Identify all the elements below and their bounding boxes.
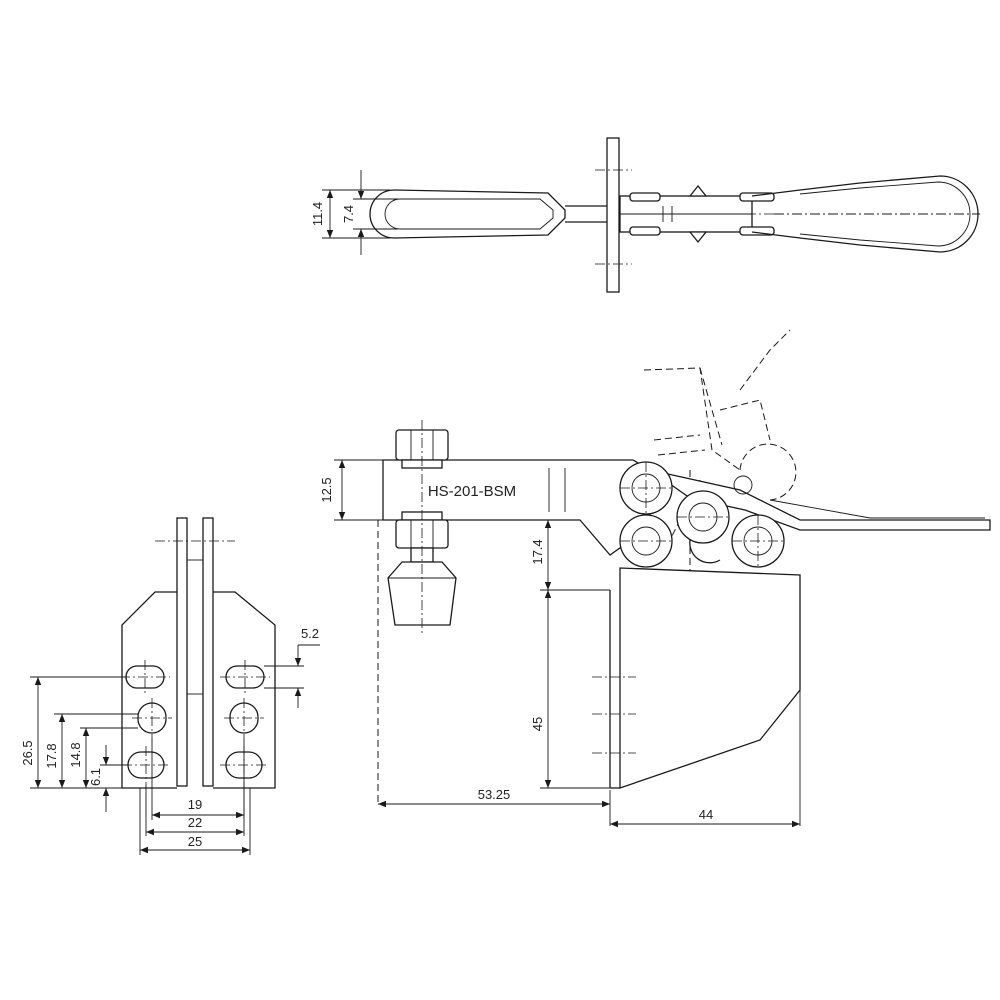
dim-hole-span-22: 22 [188, 815, 202, 830]
dim-hole-height-a: 26.5 [20, 740, 35, 765]
dim-top-width-inner: 7.4 [341, 205, 356, 223]
dim-reach: 53.25 [478, 787, 511, 802]
dim-bar-height: 12.5 [319, 477, 334, 502]
top-view: 11.4 7.4 [310, 137, 980, 293]
part-number-label: HS-201-BSM [428, 483, 516, 500]
dim-spindle-offset: 17.4 [530, 539, 545, 564]
dim-hole-span-19: 19 [188, 797, 202, 812]
dim-base-height: 45 [530, 717, 545, 731]
dim-hole-height-b: 17.8 [44, 743, 59, 768]
dim-slot-width: 5.2 [301, 626, 319, 641]
dim-top-width-outer: 11.4 [310, 202, 325, 226]
side-view: HS-201-BSM [319, 329, 991, 828]
front-view: 26.5 17.8 14.8 6.1 5.2 19 22 25 [20, 517, 320, 855]
dim-hole-height-d: 6.1 [88, 768, 103, 786]
dim-base-length: 44 [699, 807, 713, 822]
dim-hole-span-25: 25 [188, 834, 202, 849]
dim-hole-height-c: 14.8 [68, 742, 83, 767]
